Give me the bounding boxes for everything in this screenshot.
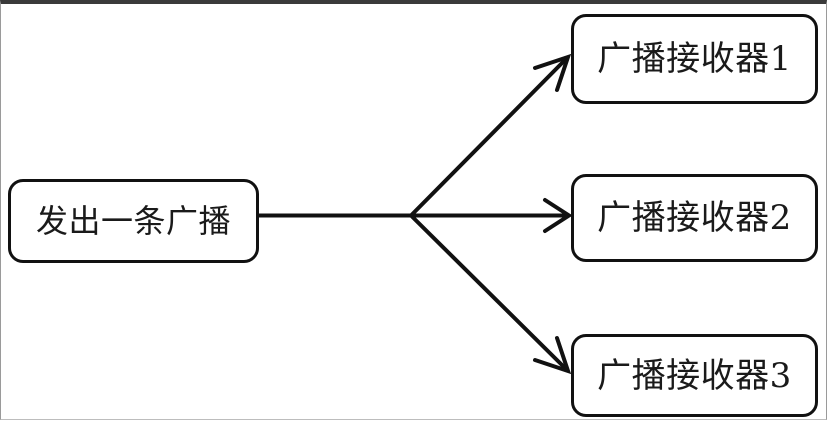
arrowhead-branch-1-icon [533, 53, 572, 92]
arrowhead-branch-3-icon [533, 336, 572, 375]
node-broadcast-receiver-1-label: 广播接收器1 [597, 39, 792, 79]
node-broadcast-receiver-3[interactable]: 广播接收器3 [571, 334, 818, 417]
node-broadcast-receiver-1[interactable]: 广播接收器1 [571, 14, 818, 104]
connector-branch-1 [409, 58, 567, 218]
node-broadcast-receiver-3-label: 广播接收器3 [597, 355, 792, 396]
node-broadcast-sender[interactable]: 发出一条广播 [8, 179, 259, 263]
connector-branch-3 [409, 213, 567, 370]
node-broadcast-receiver-2-label: 广播接收器2 [597, 198, 792, 238]
arrowhead-branch-2-icon [543, 198, 573, 233]
node-broadcast-receiver-2[interactable]: 广播接收器2 [571, 174, 818, 262]
node-broadcast-sender-label: 发出一条广播 [35, 202, 231, 240]
